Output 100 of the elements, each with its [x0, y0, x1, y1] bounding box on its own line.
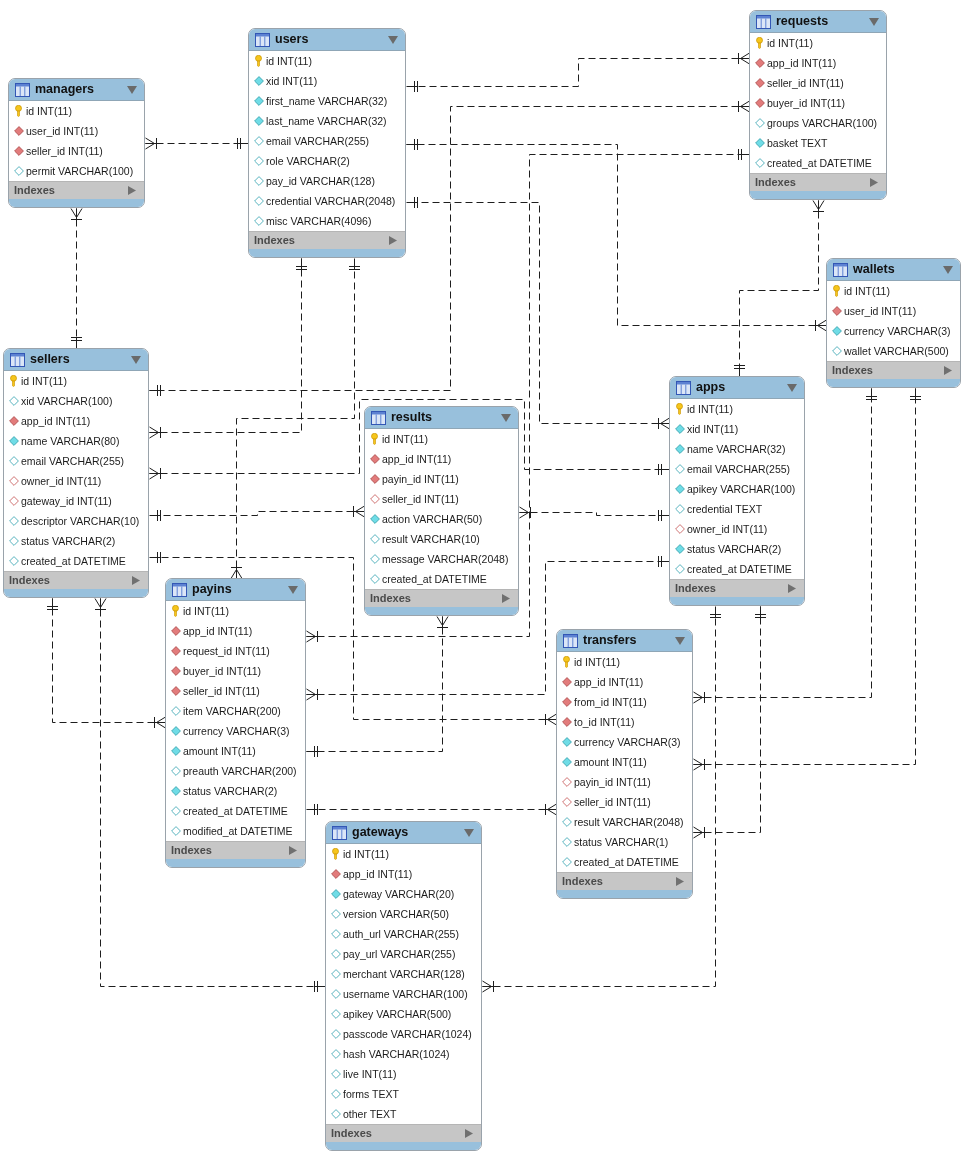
column-definition: id INT(11) — [343, 847, 389, 862]
column-definition: id INT(11) — [382, 432, 428, 447]
column-definition: created_at DATETIME — [574, 855, 679, 870]
relationship-line — [149, 100, 750, 397]
table-name: apps — [696, 379, 726, 396]
column-definition: status VARCHAR(2) — [21, 534, 116, 549]
column-definition: id INT(11) — [574, 655, 620, 670]
column-definition: misc VARCHAR(4096) — [266, 214, 372, 229]
column-definition: preauth VARCHAR(200) — [183, 764, 297, 779]
relationship-line — [306, 803, 557, 816]
relationship-line — [149, 551, 557, 726]
column-definition: created_at DATETIME — [382, 572, 487, 587]
column-definition: xid INT(11) — [266, 74, 318, 89]
column-definition: id INT(11) — [183, 604, 229, 619]
column-definition: descriptor VARCHAR(10) — [21, 514, 140, 529]
column-definition: merchant VARCHAR(128) — [343, 967, 465, 982]
column-definition: forms TEXT — [343, 1087, 399, 1102]
entity-table — [165, 578, 306, 868]
table-name: wallets — [853, 261, 895, 278]
column-definition: last_name VARCHAR(32) — [266, 114, 387, 129]
column-definition: user_id INT(11) — [26, 124, 99, 139]
relationship-line — [230, 258, 361, 579]
column-definition: id INT(11) — [844, 284, 890, 299]
relationship-line — [519, 506, 670, 522]
relationship-line — [306, 148, 750, 643]
relationship-line — [693, 606, 767, 839]
indexes-label: Indexes — [331, 1126, 372, 1141]
column-definition: created_at DATETIME — [21, 554, 126, 569]
relationship-line — [46, 598, 166, 729]
column-definition: app_id INT(11) — [574, 675, 644, 690]
column-definition: amount INT(11) — [574, 755, 647, 770]
column-definition: pay_url VARCHAR(255) — [343, 947, 456, 962]
column-definition: app_id INT(11) — [767, 56, 837, 71]
column-definition: live INT(11) — [343, 1067, 397, 1082]
column-definition: permit VARCHAR(100) — [26, 164, 134, 179]
table-name: transfers — [583, 632, 637, 649]
column-definition: id INT(11) — [26, 104, 72, 119]
relationship-line — [306, 555, 670, 701]
entity-table — [248, 28, 406, 258]
column-definition: currency VARCHAR(3) — [574, 735, 681, 750]
relationship-line — [149, 258, 308, 439]
entity-table — [826, 258, 961, 388]
indexes-label: Indexes — [832, 363, 873, 378]
entity-table — [556, 629, 693, 899]
column-definition: first_name VARCHAR(32) — [266, 94, 388, 109]
indexes-label: Indexes — [9, 573, 50, 588]
relationship-line — [149, 399, 670, 480]
column-definition: item VARCHAR(200) — [183, 704, 281, 719]
column-definition: hash VARCHAR(1024) — [343, 1047, 450, 1062]
column-definition: apikey VARCHAR(100) — [687, 482, 796, 497]
table-name: results — [391, 409, 432, 426]
column-definition: message VARCHAR(2048) — [382, 552, 509, 567]
indexes-label: Indexes — [171, 843, 212, 858]
column-definition: name VARCHAR(80) — [21, 434, 120, 449]
column-definition: role VARCHAR(2) — [266, 154, 350, 169]
relationship-line — [149, 505, 365, 522]
column-definition: seller_id INT(11) — [767, 76, 844, 91]
table-name: payins — [192, 581, 232, 598]
column-definition: created_at DATETIME — [687, 562, 792, 577]
column-definition: status VARCHAR(2) — [687, 542, 782, 557]
column-definition: version VARCHAR(50) — [343, 907, 449, 922]
column-definition: username VARCHAR(100) — [343, 987, 468, 1002]
column-definition: groups VARCHAR(100) — [767, 116, 878, 131]
column-definition: xid INT(11) — [687, 422, 739, 437]
column-definition: apikey VARCHAR(500) — [343, 1007, 452, 1022]
relationship-line — [693, 388, 922, 771]
column-definition: xid VARCHAR(100) — [21, 394, 113, 409]
column-definition: credential TEXT — [687, 502, 763, 517]
column-definition: app_id INT(11) — [21, 414, 91, 429]
relationship-line — [406, 196, 670, 430]
column-definition: id INT(11) — [266, 54, 312, 69]
column-definition: name VARCHAR(32) — [687, 442, 786, 457]
column-definition: currency VARCHAR(3) — [183, 724, 290, 739]
column-definition: created_at DATETIME — [183, 804, 288, 819]
entity-table — [3, 348, 149, 598]
entity-table — [325, 821, 482, 1151]
column-definition: buyer_id INT(11) — [183, 664, 261, 679]
column-definition: app_id INT(11) — [343, 867, 413, 882]
relationship-line — [693, 388, 878, 704]
indexes-label: Indexes — [675, 581, 716, 596]
column-definition: auth_url VARCHAR(255) — [343, 927, 459, 942]
table-name: sellers — [30, 351, 70, 368]
relationship-line — [94, 598, 326, 993]
entity-table — [8, 78, 145, 208]
column-definition: seller_id INT(11) — [183, 684, 260, 699]
column-definition: from_id INT(11) — [574, 695, 647, 710]
column-definition: passcode VARCHAR(1024) — [343, 1027, 472, 1042]
indexes-label: Indexes — [562, 874, 603, 889]
entity-table — [669, 376, 805, 606]
relationship-line — [70, 208, 83, 349]
column-definition: result VARCHAR(2048) — [574, 815, 684, 830]
indexes-label: Indexes — [14, 183, 55, 198]
column-definition: id INT(11) — [21, 374, 67, 389]
column-definition: request_id INT(11) — [183, 644, 270, 659]
column-definition: owner_id INT(11) — [21, 474, 102, 489]
column-definition: email VARCHAR(255) — [687, 462, 791, 477]
table-name: gateways — [352, 824, 409, 841]
column-definition: status VARCHAR(1) — [574, 835, 669, 850]
column-definition: buyer_id INT(11) — [767, 96, 845, 111]
column-definition: seller_id INT(11) — [382, 492, 459, 507]
